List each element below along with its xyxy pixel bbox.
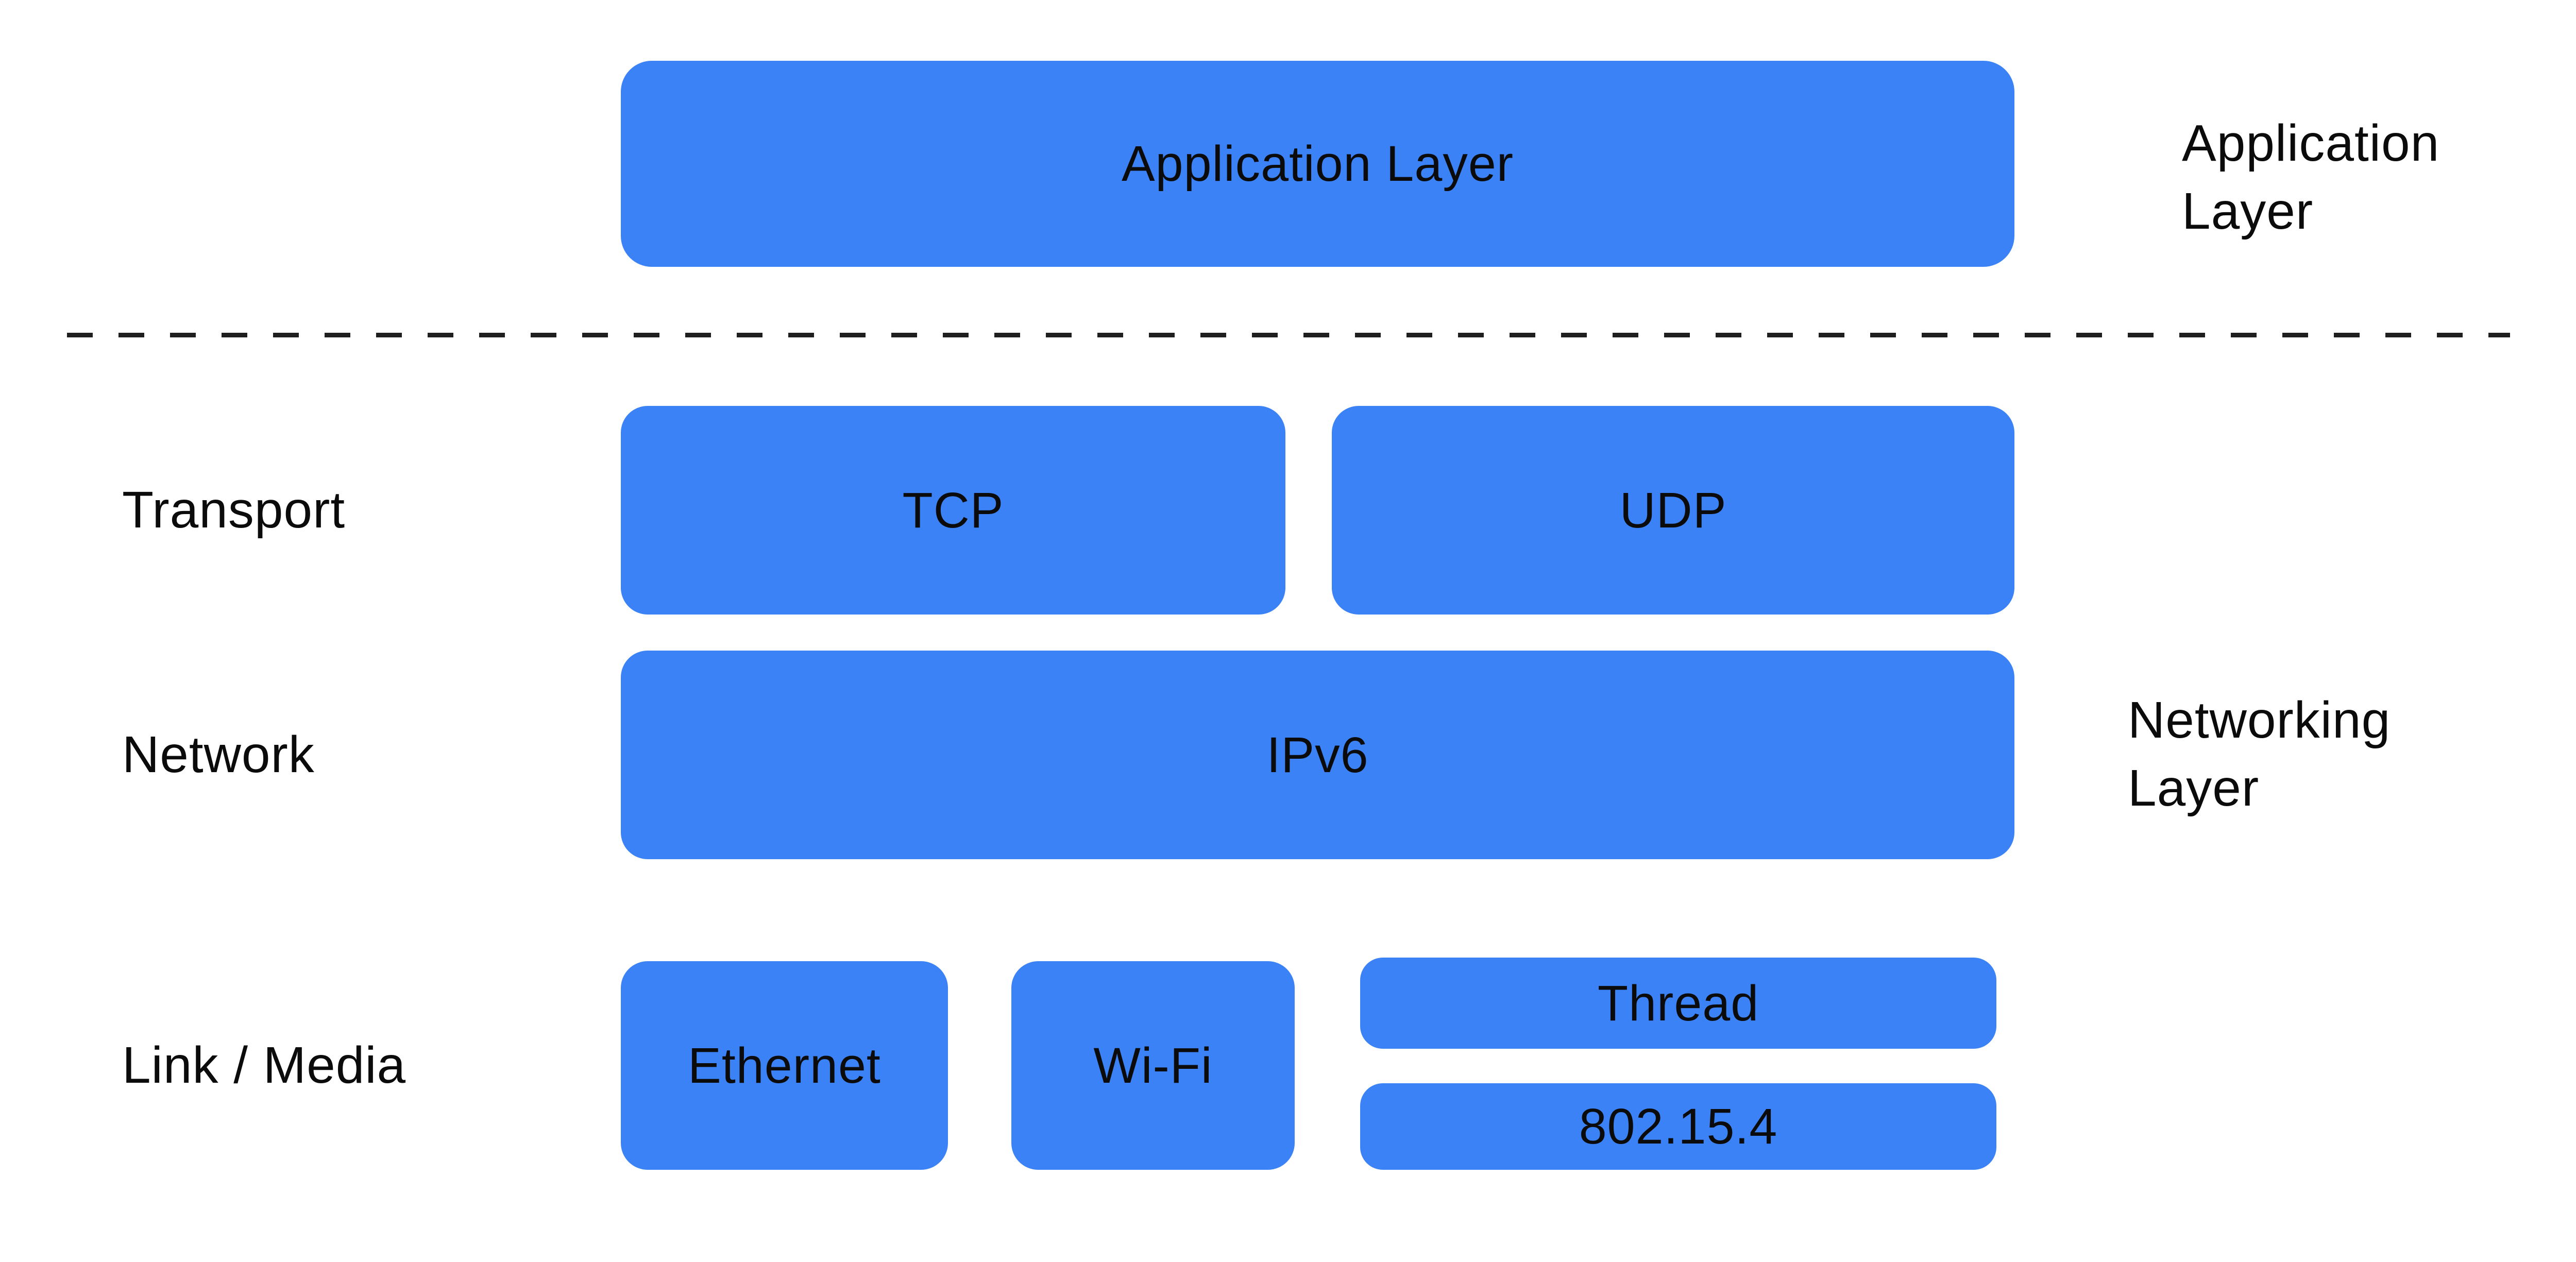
ethernet-box-label: Ethernet (688, 1037, 881, 1094)
link-media-row-label: Link / Media (122, 1036, 406, 1094)
tcp-box: TCP (621, 406, 1285, 615)
networking-layer-side-label-line1: Networking (2128, 691, 2391, 749)
application-layer-box: Application Layer (621, 61, 2014, 267)
ieee-802-15-4-box-label: 802.15.4 (1579, 1098, 1778, 1154)
udp-box: UDP (1332, 406, 2014, 615)
ipv6-box: IPv6 (621, 651, 2014, 859)
application-layer-box-label: Application Layer (1121, 135, 1514, 192)
application-layer-side-label-line1: Application (2182, 114, 2440, 172)
thread-box-label: Thread (1597, 975, 1759, 1031)
wifi-box: Wi-Fi (1011, 961, 1295, 1170)
networking-layer-side-label: Networking Layer (2128, 686, 2391, 822)
network-row-label: Network (122, 726, 315, 783)
layer-divider-dashed-line (67, 333, 2510, 337)
ieee-802-15-4-box: 802.15.4 (1360, 1083, 1996, 1170)
application-layer-side-label: Application Layer (2182, 109, 2439, 245)
udp-box-label: UDP (1619, 482, 1727, 538)
tcp-box-label: TCP (902, 482, 1004, 538)
ethernet-box: Ethernet (621, 961, 948, 1170)
networking-layer-side-label-line2: Layer (2128, 759, 2260, 817)
wifi-box-label: Wi-Fi (1093, 1037, 1213, 1094)
application-layer-side-label-line2: Layer (2182, 182, 2314, 240)
thread-box: Thread (1360, 958, 1996, 1049)
ipv6-box-label: IPv6 (1266, 726, 1369, 783)
transport-row-label: Transport (122, 481, 346, 539)
